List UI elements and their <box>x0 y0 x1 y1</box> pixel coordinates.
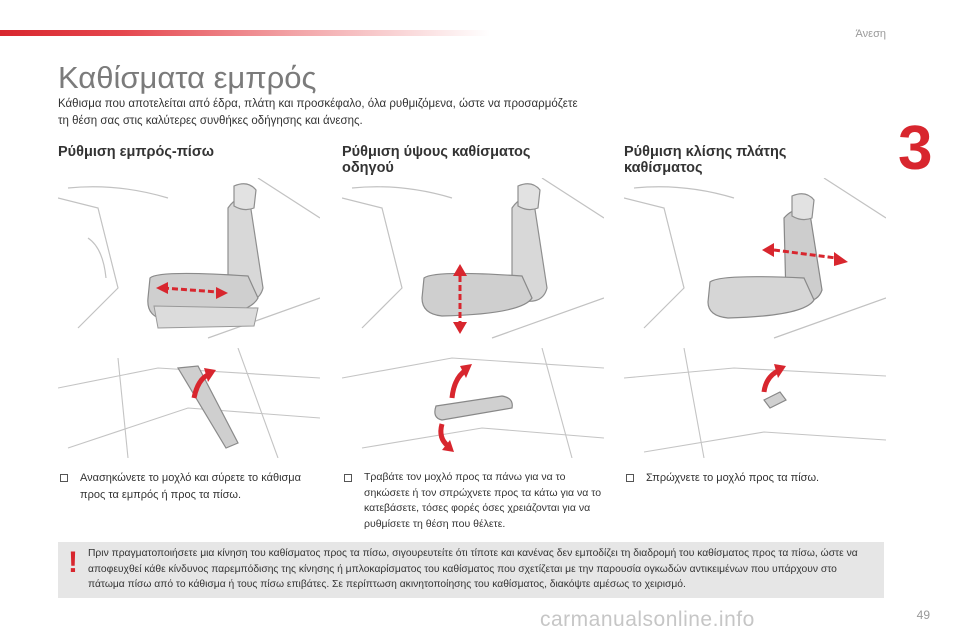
fore-aft-lever-closeup <box>58 348 320 458</box>
section-name: Άνεση <box>855 28 886 40</box>
instruction-height: Τραβάτε τον μοχλό προς τα πάνω για να το… <box>344 470 606 532</box>
seat-height-illustration <box>342 178 604 340</box>
recline-lever-closeup <box>624 348 886 458</box>
height-lever-closeup <box>342 348 604 458</box>
page-number: 49 <box>916 608 930 622</box>
heading-height: Ρύθμιση ύψους καθίσματος οδηγού <box>342 144 531 176</box>
instruction-backrest-text: Σπρώχνετε το μοχλό προς τα πίσω. <box>646 472 820 484</box>
instruction-backrest: Σπρώχνετε το μοχλό προς τα πίσω. <box>626 470 876 487</box>
heading-fore-aft: Ρύθμιση εμπρός-πίσω <box>58 144 215 160</box>
watermark: carmanualsonline.info <box>540 608 755 631</box>
bullet-box-icon <box>344 474 352 482</box>
page-title: Καθίσματα εμπρός <box>58 60 317 95</box>
instruction-fore-aft-text: Ανασηκώνετε το μοχλό και σύρετε το κάθισ… <box>80 472 302 501</box>
intro-text: Κάθισμα που αποτελείται από έδρα, πλάτη … <box>58 98 578 127</box>
warning-box: ! Πριν πραγματοποιήσετε μια κίνηση του κ… <box>58 542 884 598</box>
warning-text: Πριν πραγματοποιήσετε μια κίνηση του καθ… <box>88 548 858 590</box>
instruction-height-text: Τραβάτε τον μοχλό προς τα πάνω για να το… <box>364 471 602 530</box>
seat-backrest-illustration <box>624 178 886 340</box>
heading-backrest: Ρύθμιση κλίσης πλάτης καθίσματος <box>624 144 787 176</box>
bullet-box-icon <box>626 474 634 482</box>
header-accent-bar <box>0 30 490 36</box>
instruction-fore-aft: Ανασηκώνετε το μοχλό και σύρετε το κάθισ… <box>60 470 322 503</box>
chapter-number: 3 <box>898 114 933 183</box>
bullet-box-icon <box>60 474 68 482</box>
seat-fore-aft-illustration <box>58 178 320 340</box>
warning-icon: ! <box>68 546 78 579</box>
